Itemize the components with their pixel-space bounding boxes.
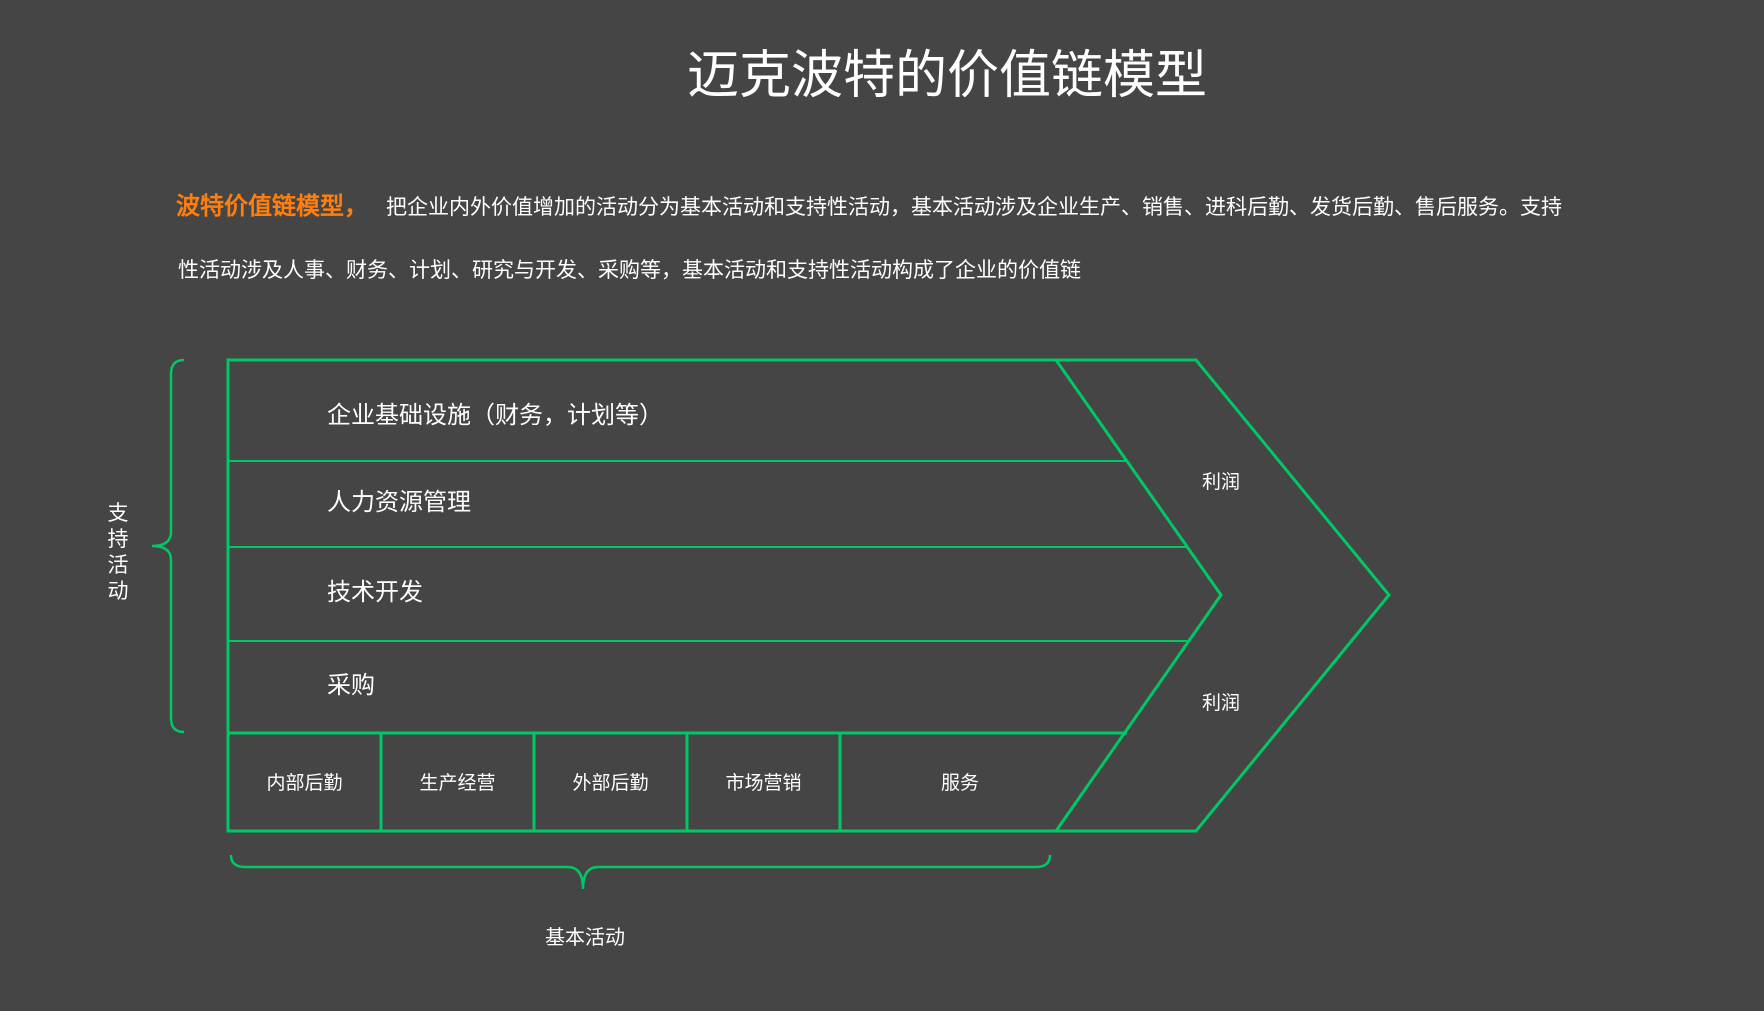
support-label-char: 支	[107, 501, 129, 525]
primary-activity-inbound-logistics: 内部后勤	[266, 772, 343, 794]
primary-activity-outbound-logistics: 外部后勤	[572, 772, 649, 794]
support-label-char: 持	[107, 527, 129, 551]
support-activity-infrastructure: 企业基础设施（财务，计划等）	[327, 401, 663, 429]
support-activity-procurement: 采购	[327, 671, 375, 699]
support-label-char: 动	[107, 579, 129, 603]
profit-label-top: 利润	[1201, 471, 1240, 493]
primary-brace	[229, 854, 1052, 890]
primary-activity-operations: 生产经营	[419, 772, 496, 794]
support-activities-label: 支 持 活 动	[106, 500, 130, 604]
intro-text-line1: 把企业内外价值增加的活动分为基本活动和支持性活动，基本活动涉及企业生产、销售、进…	[386, 195, 1562, 219]
support-activity-tech: 技术开发	[327, 578, 423, 606]
intro-paragraph-line1: 波特价值链模型， 把企业内外价值增加的活动分为基本活动和支持性活动，基本活动涉及企…	[176, 190, 1676, 223]
support-activity-hr: 人力资源管理	[327, 488, 471, 516]
inner-chevron	[1054, 359, 1223, 832]
intro-highlight: 波特价值链模型，	[176, 192, 368, 220]
main-box-outline	[226, 358, 1391, 833]
profit-label-bottom: 利润	[1201, 692, 1240, 714]
support-brace	[151, 358, 185, 734]
primary-activities-label: 基本活动	[545, 925, 625, 949]
primary-activity-service: 服务	[940, 772, 979, 794]
intro-text-line2: 性活动涉及人事、财务、计划、研究与开发、采购等，基本活动和支持性活动构成了企业的…	[178, 258, 1081, 282]
page-title: 迈克波特的价值链模型	[686, 46, 1207, 106]
primary-activity-marketing: 市场营销	[725, 772, 802, 794]
support-label-char: 活	[107, 553, 129, 577]
